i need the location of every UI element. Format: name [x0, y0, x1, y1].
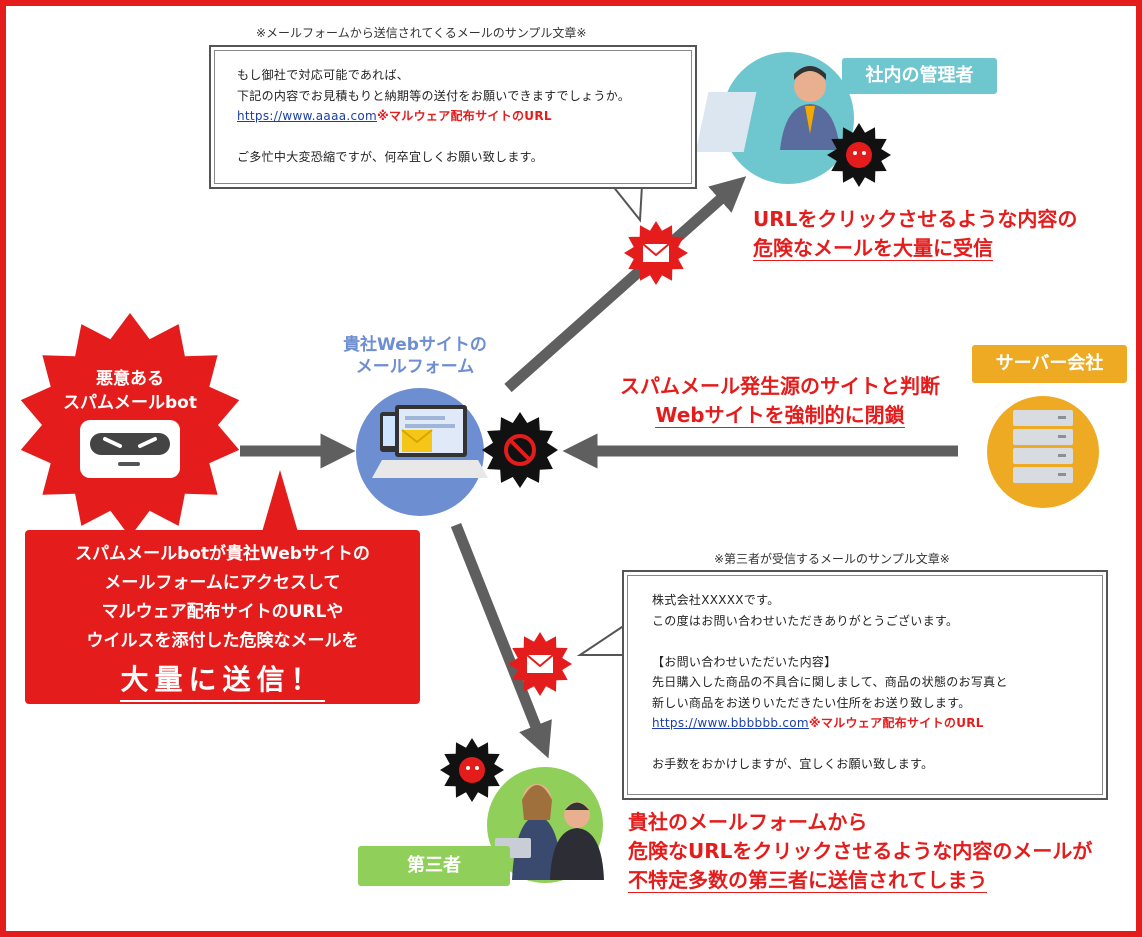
virus-icon-third-party: [440, 738, 504, 802]
top-mail-tail: [609, 184, 644, 223]
bot-callout-pointer: [262, 470, 298, 532]
third-party-people-icon: [487, 767, 604, 883]
bottom-mail-line-5: 先日購入した商品の不具合に関しまして、商品の状態のお写真と: [652, 675, 1008, 689]
top-note-title: ※メールフォームから送信されてくるメールのサンプル文章※: [256, 26, 587, 40]
flow-arrows: [240, 176, 958, 759]
bot-description-box: スパムメールbotが貴社Webサイトの メールフォームにアクセスして マルウェア…: [25, 530, 420, 704]
site-label: 貴社Webサイトの メールフォーム: [320, 334, 510, 378]
admin-message-line-2: 危険なメールを大量に受信: [753, 236, 993, 261]
bottom-mail-line-6: 新しい商品をお送りいただきたい住所をお送り致します。: [652, 695, 971, 710]
bottom-mail-line-1: 株式会社XXXXXです。: [652, 593, 780, 607]
bottom-mail-line-2: この度はお問い合わせいただきありがとうございます。: [652, 613, 959, 628]
bottom-mail-line-4: 【お問い合わせいただいた内容】: [652, 654, 837, 669]
bottom-mail-url: https://www.bbbbbb.com: [652, 716, 809, 730]
bot-desc-line-2: メールフォームにアクセスして: [104, 573, 341, 593]
top-mail-url-note: ※マルウェア配布サイトのURL: [377, 109, 552, 123]
top-mail-line-2: 下記の内容でお見積もりと納期等の送付をお願いできますでしょうか。: [237, 88, 631, 103]
third-party-message-line-3: 不特定多数の第三者に送信されてしまう: [628, 868, 988, 893]
third-party-message-line-2: 危険なURLをクリックさせるような内容のメールが: [628, 839, 1093, 863]
third-party-message: 貴社のメールフォームから 危険なURLをクリックさせるような内容のメールが 不特…: [628, 808, 1092, 895]
arrow-site-to-third-party: [450, 522, 552, 759]
site-label-line-1: 貴社Webサイトの: [343, 335, 487, 355]
site-label-line-2: メールフォーム: [355, 357, 475, 377]
admin-message: URLをクリックさせるような内容の 危険なメールを大量に受信: [753, 205, 1077, 263]
admin-message-line-1: URLをクリックさせるような内容の: [753, 207, 1078, 231]
server-message-line-1: スパムメール発生源のサイトと判断: [620, 374, 940, 398]
server-message-line-2: Webサイトを強制的に閉鎖: [655, 403, 905, 428]
bot-desc-line-4: ウイルスを添付した危険なメールを: [86, 631, 359, 651]
top-mail-sample: もし御社で対応可能であれば、 下記の内容でお見積もりと納期等の送付をお願いできま…: [209, 45, 697, 189]
bot-label-line-1: 悪意ある: [96, 369, 164, 389]
bottom-mail-tail: [576, 623, 626, 656]
bottom-mail-url-note: ※マルウェア配布サイトのURL: [808, 716, 984, 730]
bottom-mail-closing: お手数をおかけしますが、宜しくお願い致します。: [652, 757, 934, 771]
bot-label: 悪意ある スパムメールbot: [40, 367, 220, 415]
top-mail-line-1: もし御社で対応可能であれば、: [237, 68, 410, 82]
bot-face-icon: [80, 420, 180, 478]
mail-icon-top: [624, 221, 688, 285]
third-party-message-line-1: 貴社のメールフォームから: [628, 810, 868, 834]
bot-label-line-2: スパムメールbot: [63, 393, 197, 413]
laptop-mailform-icon: [356, 388, 488, 516]
blocked-burst: [482, 412, 558, 488]
bot-emphasis: 大量に送信！: [120, 660, 325, 702]
server-label: サーバー会社: [972, 345, 1127, 383]
virus-icon-admin: [827, 123, 891, 187]
third-party-label: 第三者: [358, 846, 510, 886]
mail-icon-bottom: [508, 632, 572, 696]
bottom-mail-sample: 株式会社XXXXXです。 この度はお問い合わせいただきありがとうございます。 【…: [622, 570, 1108, 800]
arrow-site-to-admin: [504, 176, 747, 393]
bot-desc-line-1: スパムメールbotが貴社Webサイトの: [75, 544, 370, 564]
bot-desc-line-3: マルウェア配布サイトのURLや: [101, 602, 344, 622]
server-message: スパムメール発生源のサイトと判断 Webサイトを強制的に閉鎖: [600, 372, 960, 430]
top-mail-closing: ご多忙中大変恐縮ですが、何卒宜しくお願い致します。: [237, 150, 544, 164]
server-icon: [987, 396, 1099, 508]
admin-label: 社内の管理者: [842, 58, 997, 94]
bottom-note-title: ※第三者が受信するメールのサンプル文章※: [714, 552, 950, 566]
top-mail-url: https://www.aaaa.com: [237, 109, 378, 123]
admin-person-icon: [695, 52, 854, 184]
